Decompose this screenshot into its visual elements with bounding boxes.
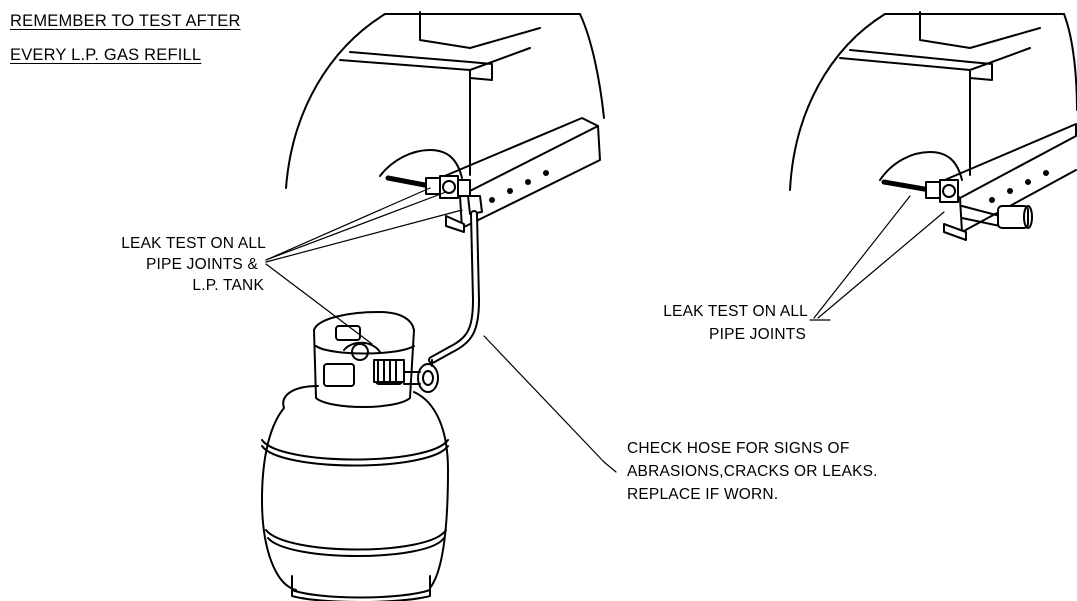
callout-left-line-3: L.P. TANK <box>192 277 264 294</box>
left-grill-cutaway <box>285 11 605 233</box>
propane-tank <box>261 311 449 601</box>
right-grill-cutaway <box>789 11 1077 241</box>
callout-right-line-2: PIPE JOINTS <box>709 326 806 343</box>
gas-hose <box>428 210 480 364</box>
callout-hose-line-1: CHECK HOSE FOR SIGNS OF <box>627 440 850 457</box>
callout-left-line-1: LEAK TEST ON ALL <box>121 235 266 252</box>
leader-lines <box>265 187 945 473</box>
callout-hose-line-2: ABRASIONS,CRACKS OR LEAKS. <box>627 463 878 480</box>
reminder-line-2: EVERY L.P. GAS REFILL <box>10 46 202 64</box>
callout-left-line-2: PIPE JOINTS & <box>146 256 258 273</box>
callout-hose-line-3: REPLACE IF WORN. <box>627 486 779 503</box>
reminder-line-1: REMEMBER TO TEST AFTER <box>10 12 241 30</box>
callout-right-line-1: LEAK TEST ON ALL <box>663 303 808 320</box>
